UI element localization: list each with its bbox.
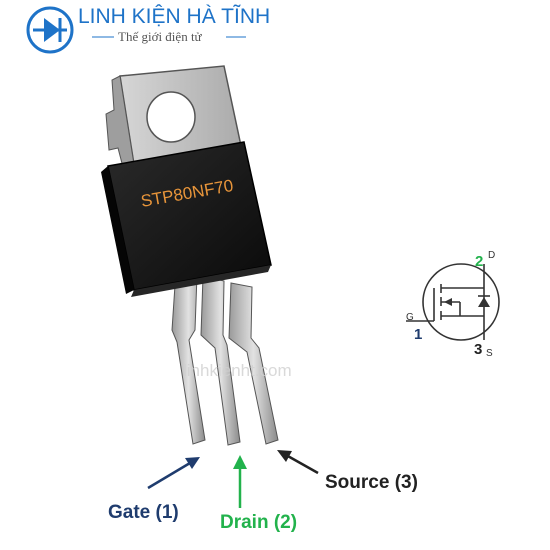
leg-source [228, 282, 279, 445]
source-arrow [277, 450, 319, 475]
symbol-gate-letter: G [406, 312, 414, 323]
symbol-gate-number: 1 [414, 326, 422, 343]
source-label: Source (3) [325, 472, 418, 493]
mounting-hole [146, 91, 196, 143]
gate-arrowhead [185, 457, 200, 469]
symbol-source-letter: S [486, 348, 493, 359]
body-side [101, 166, 134, 294]
drain-arrow [233, 455, 247, 508]
logo-ring [26, 6, 74, 54]
body-bottom [131, 265, 271, 297]
source-arrow-line [285, 453, 319, 475]
symbol-circle [422, 263, 500, 341]
leg-drain [200, 275, 241, 446]
diode-icon [44, 18, 60, 42]
drain-arrowhead [233, 455, 247, 469]
source-arrowhead [277, 450, 292, 462]
body-diode-icon [478, 297, 490, 307]
mosfet-symbol [406, 263, 500, 341]
brand-name: LINH KIỆN HÀ TĨNH [78, 4, 270, 28]
gate-arrow-line [147, 461, 191, 490]
transistor-body: STP80NF70 [101, 141, 272, 297]
symbol-source-number: 3 [474, 341, 482, 358]
body-front [107, 141, 272, 291]
drain-label: Drain (2) [220, 512, 297, 533]
channel-arrow-icon [444, 298, 452, 306]
brand-logo [26, 6, 74, 54]
watermark: linhkienht.com [183, 361, 292, 380]
transistor-legs [171, 269, 279, 446]
brand-tagline: Thế giới điện tử [118, 29, 203, 44]
symbol-drain-letter: D [488, 250, 495, 261]
leg-gate [171, 269, 206, 445]
gate-arrow [147, 457, 200, 490]
symbol-drain-number: 2 [475, 253, 483, 270]
gate-label: Gate (1) [108, 502, 179, 523]
